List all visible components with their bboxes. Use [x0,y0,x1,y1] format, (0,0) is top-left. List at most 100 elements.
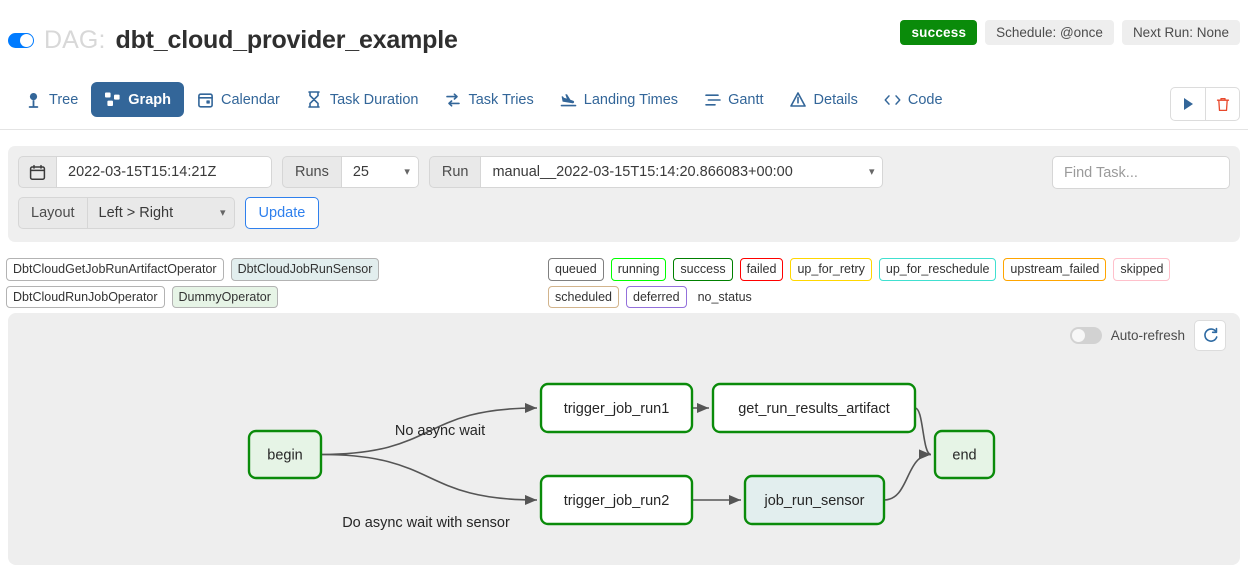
dag-pause-toggle-icon[interactable] [8,33,34,48]
trigger-dag-button[interactable] [1171,88,1205,120]
operator-chip-DbtCloudGetJobRunArtifactOperator[interactable]: DbtCloudGetJobRunArtifactOperator [6,258,224,281]
dag-graph[interactable]: No async wait Do async wait with sensor b… [8,313,1240,565]
num-runs-value: 25 [352,164,369,180]
tab-tree[interactable]: Tree [12,82,91,117]
dag-action-buttons [1170,87,1240,121]
retry-icon [444,91,461,108]
layout-select[interactable]: Left > Right ▾ [86,197,235,229]
tab-label: Tree [49,91,79,108]
dag-id-label: dbt_cloud_provider_example [115,26,458,54]
run-group: Run manual__2022-03-15T15:14:20.866083+0… [428,156,884,188]
status-chip-no_status[interactable]: no_status [697,289,752,304]
status-chip-scheduled[interactable]: scheduled [548,285,619,308]
edge-begin-to-trigger_job_run2 [320,453,538,506]
node-box [539,474,694,526]
tab-label: Graph [128,91,171,108]
node-box [933,429,996,480]
auto-refresh-toggle[interactable] [1069,327,1102,344]
runs-group: Runs 25 ▾ [282,156,419,188]
layout-label: Layout [18,197,87,229]
toolbar-row-2: Layout Left > Right ▾ Update [18,197,1230,229]
base-date-group: 2022-03-15T15:14:21Z [18,156,272,188]
update-button[interactable]: Update [244,197,320,229]
next-run-badge: Next Run: None [1121,20,1240,45]
operator-chip-DummyOperator[interactable]: DummyOperator [171,285,278,308]
dag-prefix-label: DAG: [44,26,106,54]
tab-task-tries[interactable]: Task Tries [431,82,546,117]
status-chip-upstream_failed[interactable]: upstream_failed [1003,258,1107,281]
dag-run-select[interactable]: manual__2022-03-15T15:14:20.866083+00:00… [480,156,884,188]
toolbar-row-1: 2022-03-15T15:14:21Z Runs 25 ▾ Run manua… [18,156,1230,188]
status-chip-failed[interactable]: failed [739,258,784,281]
graph-node-end[interactable]: end [933,429,996,480]
tab-code[interactable]: Code [871,82,956,117]
node-label: begin [267,448,302,464]
operator-chip-DbtCloudRunJobOperator[interactable]: DbtCloudRunJobOperator [6,285,165,308]
chevron-down-icon: ▾ [404,165,410,178]
gantt-icon [704,91,721,108]
runs-label: Runs [282,156,341,188]
graph-node-get_run_results_artifact[interactable]: get_run_results_artifact [711,382,917,434]
calendar-icon[interactable] [18,156,56,188]
status-chip-queued[interactable]: queued [548,258,604,281]
delete-dag-button[interactable] [1205,88,1239,120]
graph-node-trigger_job_run2[interactable]: trigger_job_run2 [539,474,694,526]
num-runs-select[interactable]: 25 ▾ [340,156,419,188]
refresh-button[interactable] [1194,320,1226,351]
edge-label: No async wait [395,423,485,439]
node-box [539,382,694,434]
node-label: trigger_job_run2 [564,493,670,509]
view-tabbar: Tree Graph Calendar Task Duration Task Tries… [0,82,1248,130]
graph-icon [104,91,121,108]
refresh-icon [1203,327,1218,342]
graph-node-begin[interactable]: begin [247,429,323,480]
tabs-container: Tree Graph Calendar Task Duration Task Tries… [12,82,956,117]
node-label: get_run_results_artifact [738,401,890,417]
status-chip-up_for_retry[interactable]: up_for_retry [790,258,872,281]
tab-label: Calendar [220,91,280,108]
status-chip-up_for_reschedule[interactable]: up_for_reschedule [878,258,997,281]
tab-details[interactable]: Details [777,82,871,117]
tab-label: Gantt [728,91,764,108]
play-icon [1183,98,1193,110]
graph-node-trigger_job_run1[interactable]: trigger_job_run1 [539,382,694,434]
edge-get_run_results_artifact-to-end [914,407,932,460]
hourglass-icon [306,91,323,108]
tab-task-duration[interactable]: Task Duration [293,82,432,117]
tab-gantt[interactable]: Gantt [691,82,776,117]
node-label: end [952,448,976,464]
status-chip-deferred[interactable]: deferred [626,285,687,308]
edge-label: Do async wait with sensor [342,515,510,531]
node-box [711,382,917,434]
page-header: DAG: dbt_cloud_provider_example success … [0,0,1248,68]
status-legend: queued running success failed up_for_retry up… [548,258,1248,308]
tab-label: Landing Times [583,91,679,108]
base-date-input[interactable]: 2022-03-15T15:14:21Z [56,156,272,188]
tab-graph[interactable]: Graph [91,82,184,117]
edge-begin-to-trigger_job_run1 [320,402,538,456]
trash-icon [1216,97,1229,111]
auto-refresh-controls: Auto-refresh [1069,320,1226,351]
status-chip-skipped[interactable]: skipped [1113,258,1171,281]
tab-calendar[interactable]: Calendar [184,82,293,117]
tab-landing-times[interactable]: Landing Times [547,82,691,117]
dag-title: DAG: dbt_cloud_provider_example [8,26,458,55]
find-task-input[interactable]: Find Task... [1052,156,1230,189]
tab-label: Task Duration [329,91,419,108]
node-label: job_run_sensor [764,493,865,509]
chevron-down-icon: ▾ [220,206,226,219]
operator-chip-DbtCloudJobRunSensor[interactable]: DbtCloudJobRunSensor [230,258,380,281]
graph-node-job_run_sensor[interactable]: job_run_sensor [743,474,886,526]
header-badges: success Schedule: @once Next Run: None [900,20,1240,45]
node-box [743,474,886,526]
tab-label: Task Tries [468,91,534,108]
tab-label: Code [907,91,943,108]
status-chip-running[interactable]: running [610,258,667,281]
tree-icon [25,91,42,108]
code-icon [884,91,901,108]
status-chip-success[interactable]: success [673,258,733,281]
graph-canvas[interactable]: Auto-refresh No async wait Do async wait … [8,313,1240,565]
chevron-down-icon: ▾ [868,165,875,178]
